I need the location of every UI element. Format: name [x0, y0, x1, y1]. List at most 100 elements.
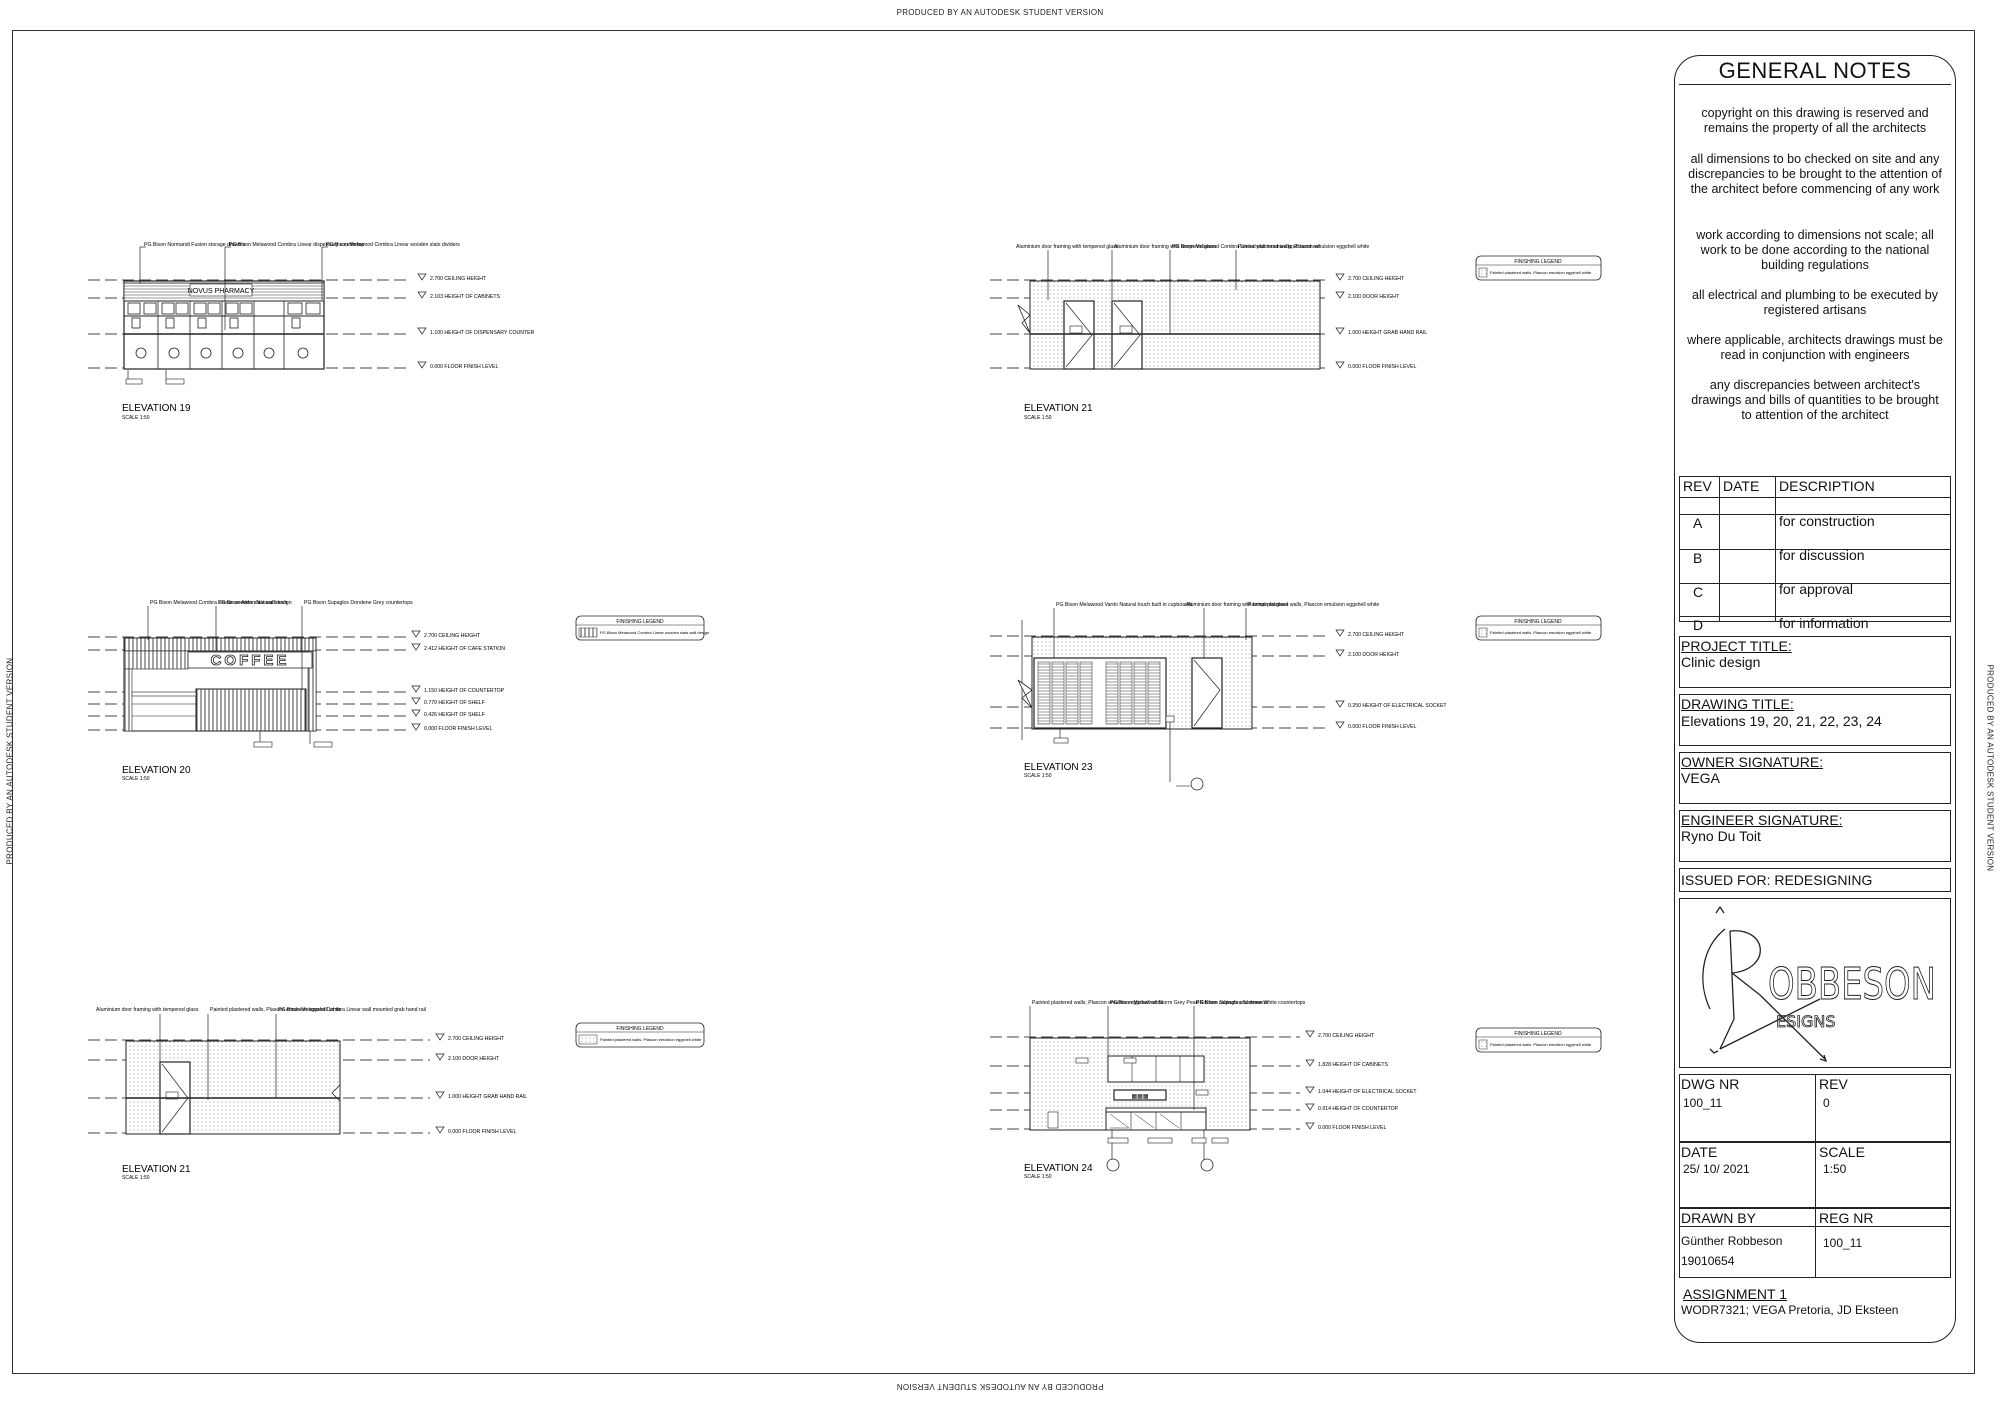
title-block: GENERAL NOTES copyright on this drawing …	[1674, 55, 1956, 1343]
elevation-scale-20: SCALE 1:50	[122, 776, 150, 782]
dwg-nr-label: DWG NR	[1681, 1076, 1740, 1092]
svg-text:FINISHING LEGEND: FINISHING LEGEND	[616, 619, 664, 625]
level-2-1: 2.412 HEIGHT OF CAFE STATION	[424, 646, 505, 652]
level-5-0: 2.700 CEILING HEIGHT	[1318, 1033, 1375, 1039]
callout-0-0: PG Bison Normandi Fusion storage drawers	[144, 242, 246, 248]
watermark-top: PRODUCED BY AN AUTODESK STUDENT VERSION	[896, 8, 1104, 17]
svg-text:FINISHING LEGEND: FINISHING LEGEND	[1514, 619, 1562, 625]
project-title-box	[1679, 636, 1951, 688]
dwg-nr: 100_11	[1683, 1096, 1723, 1110]
finishing-legend-5: FINISHING LEGEND Painted plastered walls…	[1475, 1027, 1602, 1053]
rev-c-description: for approval	[1779, 581, 1853, 597]
drawing-title-box	[1679, 694, 1951, 746]
svg-text:Painted plastered walls. Plasc: Painted plastered walls. Plascon emulsio…	[1490, 270, 1592, 275]
divider	[1679, 514, 1951, 515]
sheet-border	[12, 30, 1975, 1374]
divider	[1815, 1074, 1816, 1142]
callout-4-2: PG Bison Melawood Combra Linear wall mou…	[278, 1007, 426, 1013]
level-0-2: 1.100 HEIGHT OF DISPENSARY COUNTER	[430, 330, 535, 336]
assignment-title: ASSIGNMENT 1	[1683, 1286, 1787, 1302]
description-header: DESCRIPTION	[1779, 478, 1875, 494]
pharmacy-sign: NOVUS PHARMACY	[188, 288, 255, 295]
callout-3-0: PG Bison Melawood Vardo Natural touch bu…	[1056, 602, 1193, 608]
engineer-signature-label: ENGINEER SIGNATURE:	[1681, 812, 1843, 828]
level-1-3: 0.000 FLOOR FINISH LEVEL	[1348, 364, 1416, 370]
divider	[1679, 616, 1951, 617]
callout-0-2: PG Bison Melawood Combra Linear wooden s…	[326, 242, 460, 248]
rev-b-description: for discussion	[1779, 547, 1865, 563]
elevation-scale-19: SCALE 1:50	[122, 415, 150, 421]
scale-label: SCALE	[1819, 1144, 1865, 1160]
callout-1-0: Aluminium door framing with tempered gla…	[1016, 244, 1119, 250]
project-title-label: PROJECT TITLE:	[1681, 638, 1792, 654]
elevation-title-23: ELEVATION 23	[1024, 762, 1093, 773]
elevation-title-20: ELEVATION 20	[122, 765, 191, 776]
rev-c: C	[1693, 584, 1704, 600]
date-header: DATE	[1723, 478, 1760, 494]
svg-text:PG Bison Melawood Combra Linea: PG Bison Melawood Combra Linear wooden s…	[600, 630, 709, 635]
divider	[1679, 549, 1951, 550]
owner-signature-box	[1679, 752, 1951, 804]
callout-1-3: Painted plastered walls, Plascon emulsio…	[1238, 244, 1369, 250]
elevation-scale-21-b: SCALE 1:50	[122, 1175, 150, 1181]
drawing-title: Elevations 19, 20, 21, 22, 23, 24	[1681, 713, 1882, 729]
robbeson-logo: OBBESON ESIGNS	[1702, 905, 1937, 1063]
note-5: where applicable, architects drawings mu…	[1687, 333, 1943, 362]
note-6: any discrepancies between architect's dr…	[1691, 378, 1939, 422]
level-2-5: 0.000 FLOOR FINISH LEVEL	[424, 726, 492, 732]
callout-1-1: Aluminium door framing with tempered gla…	[1114, 244, 1217, 250]
reg-nr-label: REG NR	[1819, 1210, 1874, 1226]
level-3-3: 0.000 FLOOR FINISH LEVEL	[1348, 724, 1416, 730]
elevation-title-24: ELEVATION 24	[1024, 1163, 1093, 1174]
elevation-23: PG Bison Melawood Vardo Natural touch bu…	[990, 602, 1447, 791]
finishing-legend-2: FINISHING LEGEND PG Bison Melawood Combr…	[575, 615, 709, 641]
callout-2-1: PG Bison Ardon Natural touch	[218, 600, 287, 606]
level-2-0: 2.700 CEILING HEIGHT	[424, 633, 481, 639]
issued-for: ISSUED FOR: REDESIGNING	[1681, 872, 1873, 888]
elevation-24: ▦▦▦ Painted plastered walls, Plascon emu…	[990, 1000, 1417, 1180]
level-2-3: 0.770 HEIGHT OF SHELF	[424, 700, 485, 706]
level-5-1: 1.828 HEIGHT OF CABINETS	[1318, 1062, 1388, 1068]
rev-b: B	[1693, 550, 1703, 566]
owner-signature-label: OWNER SIGNATURE:	[1681, 754, 1824, 770]
callout-5-2: PG Bison Supaglos Summer White counterto…	[1196, 1000, 1306, 1006]
rev-value: 0	[1823, 1096, 1830, 1110]
finishing-legend-3: FINISHING LEGEND Painted plastered walls…	[1475, 615, 1602, 641]
engineer-signature-box	[1679, 810, 1951, 862]
finishing-legend-4: FINISHING LEGEND Painted plastered walls…	[575, 1022, 705, 1048]
divider	[1679, 583, 1951, 584]
divider	[1679, 1226, 1951, 1227]
callout-5-1: PG Bison Melawood Storm Grey Pearl Kitch…	[1110, 1000, 1268, 1006]
elevation-scale-24: SCALE 1:50	[1024, 1174, 1052, 1180]
student-number: 19010654	[1681, 1254, 1735, 1268]
elevation-title-21-a: ELEVATION 21	[1024, 403, 1093, 414]
elevation-19: NOVUS PHARMACY PG Bison Normandi	[88, 242, 535, 421]
coffee-sign: COFFEE	[211, 652, 290, 669]
note-3: work according to dimensions not scale; …	[1696, 228, 1934, 272]
logo-box: OBBESON ESIGNS	[1679, 898, 1951, 1068]
callout-3-2: Painted plastered walls, Plascon emulsio…	[1248, 602, 1379, 608]
divider	[1815, 1142, 1816, 1208]
note-2: all dimensions to bo checked on site and…	[1688, 152, 1942, 196]
level-0-0: 2.700 CEILING HEIGHT	[430, 276, 487, 282]
divider	[1679, 84, 1951, 85]
drawing-title-label: DRAWING TITLE:	[1681, 696, 1794, 712]
callout-1-2: PG Bison Melawood Combra Linear wall mou…	[1172, 244, 1320, 250]
svg-text:FINISHING LEGEND: FINISHING LEGEND	[616, 1026, 664, 1032]
level-4-3: 0.000 FLOOR FINISH LEVEL	[448, 1129, 516, 1135]
level-2-4: 0.426 HEIGHT OF SHELF	[424, 712, 485, 718]
elevation-title-19: ELEVATION 19	[122, 403, 191, 414]
level-5-2: 1.044 HEIGHT OF ELECTRICAL SOCKET	[1318, 1089, 1417, 1095]
callout-3-1: Aluminium door framing with tempered gla…	[1186, 602, 1289, 608]
callout-4-0: Aluminium door framing with tempered gla…	[96, 1007, 199, 1013]
general-notes-title: GENERAL NOTES	[1718, 58, 1912, 83]
elevation-scale-21-a: SCALE 1:50	[1024, 415, 1052, 421]
svg-text:FINISHING LEGEND: FINISHING LEGEND	[1514, 259, 1562, 265]
rev-label: REV	[1819, 1076, 1848, 1092]
rev-d: D	[1693, 617, 1704, 633]
note-1: copyright on this drawing is reserved an…	[1701, 106, 1929, 135]
callout-2-0: PG Bison Melawood Combra Linear wooden s…	[150, 600, 292, 606]
date-label: DATE	[1681, 1144, 1718, 1160]
level-2-2: 1.150 HEIGHT OF COUNTERTOP	[424, 688, 505, 694]
